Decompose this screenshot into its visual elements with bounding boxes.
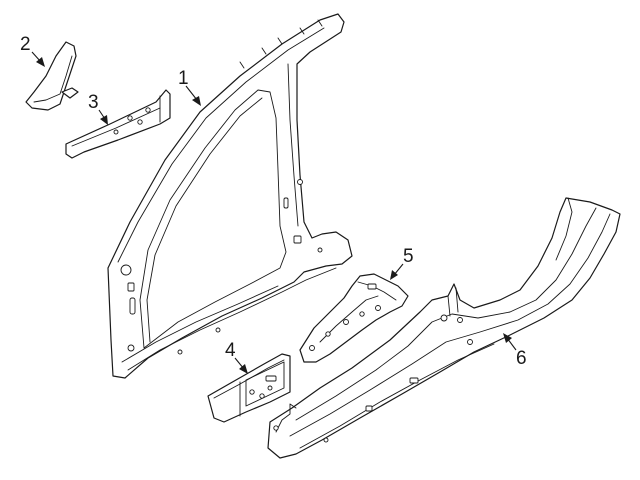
part-2-clip: [61, 87, 79, 99]
part-4-slot: [265, 375, 277, 382]
part-1-roof-rail-edge: [117, 27, 325, 263]
part-5-hole: [375, 305, 381, 311]
callout-4: 4: [225, 340, 236, 361]
arrow-6: [503, 333, 512, 343]
part-1-hole: [177, 349, 183, 355]
part-1-lower-flange: [121, 285, 279, 363]
part-3-outline: [65, 89, 171, 159]
part-6-hole: [457, 317, 463, 323]
callout-5: 5: [403, 246, 414, 267]
part-5-hole: [309, 345, 315, 351]
part-1-hole: [127, 344, 135, 352]
part-6-rocker-panel: [267, 197, 621, 459]
part-6-wheel-arch: [555, 197, 573, 261]
part-5-hole: [343, 319, 349, 325]
leader-1: [185, 85, 198, 101]
part-4-hole: [249, 389, 255, 395]
part-5-fold: [319, 295, 379, 343]
part-5-hole: [359, 311, 365, 317]
part-5-slot: [367, 283, 377, 290]
part-1-door-flange: [146, 97, 263, 343]
arrow-1: [192, 96, 201, 106]
callout-labels: 1 2 3 4 5 6: [20, 34, 527, 369]
part-3-hole: [137, 119, 143, 125]
part-6-slot: [409, 377, 419, 384]
part-1-sill-line: [127, 267, 337, 371]
part-2-inner-edge: [33, 55, 73, 103]
part-1-hole: [297, 179, 303, 185]
part-1-pillar-frame: [107, 13, 353, 379]
arrow-5: [390, 270, 398, 280]
part-1-slot: [127, 282, 135, 292]
part-1-roof-notches: [239, 19, 323, 69]
part-1-door-opening: [139, 89, 287, 349]
part-1-outline: [107, 13, 353, 379]
part-3-hole: [145, 107, 151, 113]
arrow-4: [239, 364, 248, 374]
part-6-front-flange: [275, 403, 297, 433]
arrow-3: [100, 115, 108, 125]
part-1-slot: [129, 297, 136, 315]
part-1-slot: [283, 197, 289, 209]
part-6-slot: [365, 405, 373, 412]
part-6-post: [447, 287, 459, 317]
part-1-slot: [293, 235, 302, 244]
part-5-outline: [299, 273, 409, 363]
part-2-outline: [25, 41, 77, 111]
part-6-hole: [323, 437, 329, 443]
part-6-hole: [440, 314, 448, 322]
part-5-pillar-bracket: [299, 273, 409, 363]
part-6-mid-crease: [289, 213, 611, 437]
callout-3: 3: [88, 92, 99, 113]
part-1-pillar-edge: [287, 63, 299, 227]
part-3-hole: [113, 129, 119, 135]
part-4-hole: [259, 393, 265, 399]
part-6-upper-edge: [295, 207, 597, 421]
part-1-hole: [120, 264, 132, 276]
callout-1: 1: [178, 68, 189, 89]
callout-leaders: [31, 51, 517, 374]
part-3-fold: [71, 107, 161, 147]
part-2-trim-piece: [25, 41, 79, 111]
part-4-sill-reinforcement: [207, 353, 291, 423]
part-6-hole: [467, 339, 473, 345]
part-6-lower-edge: [299, 343, 495, 449]
part-6-hole: [273, 425, 279, 431]
part-4-panel: [245, 361, 285, 407]
callout-2: 2: [20, 34, 31, 55]
part-3-hole: [127, 115, 133, 121]
part-6-outline: [267, 197, 621, 459]
part-1-hole: [317, 247, 323, 253]
part-4-hole: [267, 385, 273, 391]
arrow-2: [36, 57, 45, 67]
part-3-bracket: [65, 89, 171, 159]
part-5-hole: [325, 331, 331, 337]
part-5-flange: [357, 281, 397, 301]
part-1-hole: [215, 327, 221, 333]
callout-6: 6: [516, 348, 527, 369]
part-4-outline: [207, 353, 291, 423]
